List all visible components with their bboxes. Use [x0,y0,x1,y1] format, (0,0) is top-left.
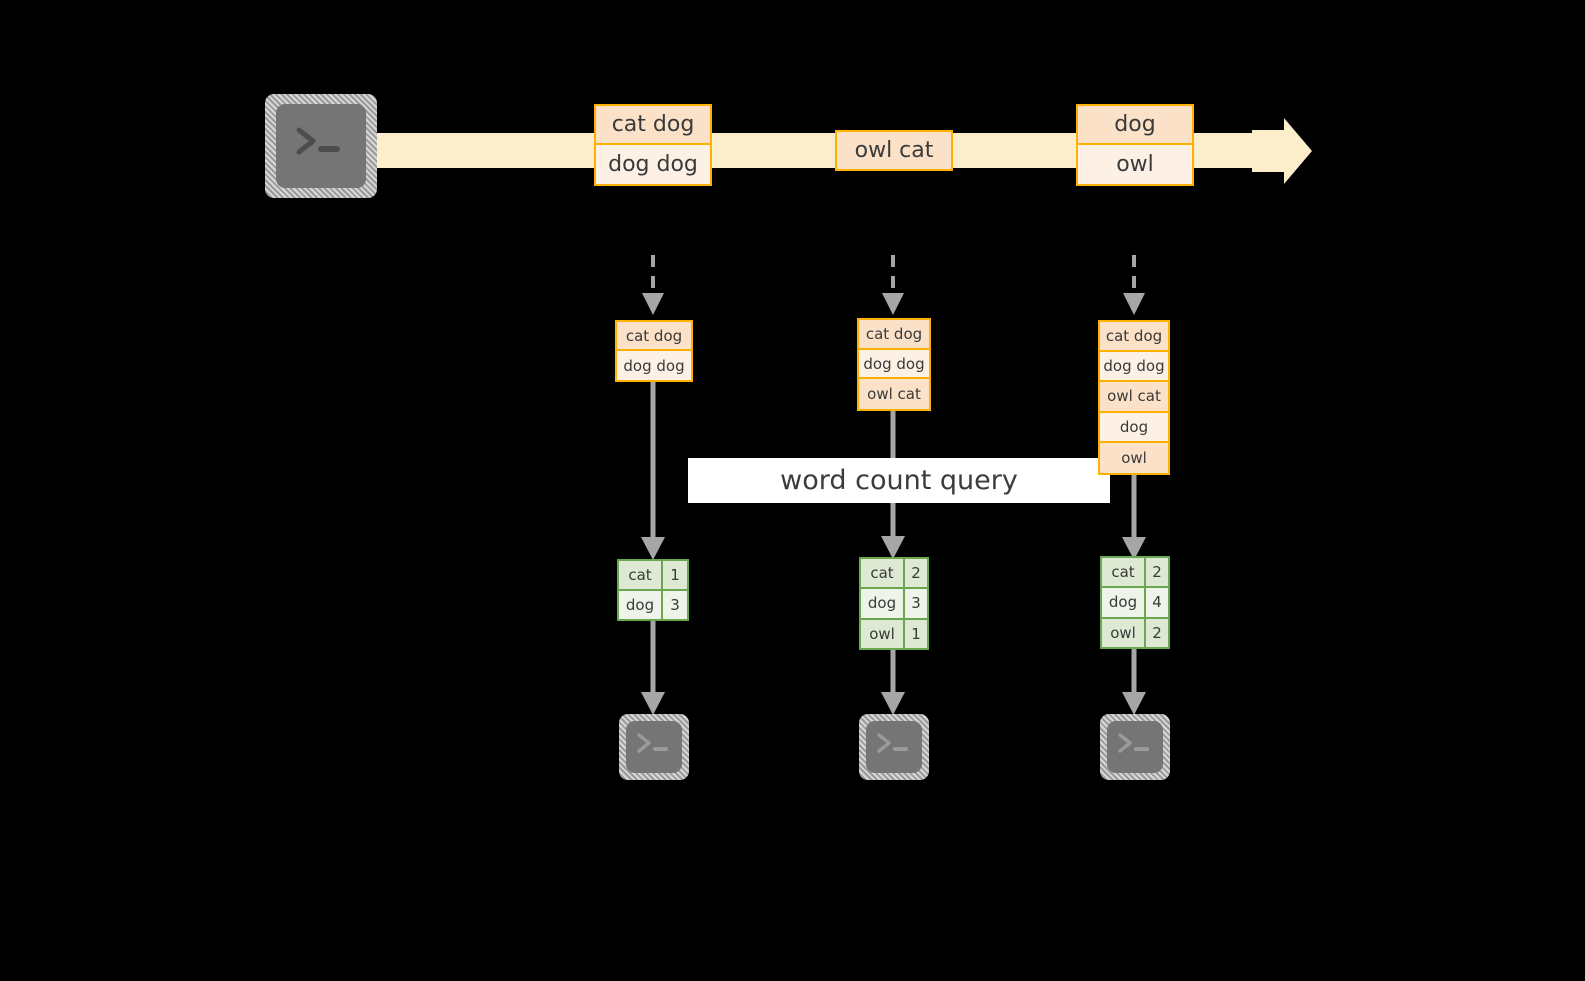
result-count: 3 [663,591,687,619]
snapshot-record: dog dog [859,349,929,380]
sink-connector-3 [1122,649,1146,715]
sink-terminal-icon-1 [619,714,689,780]
snapshot-record: owl cat [1100,382,1168,413]
result-count: 3 [905,589,927,618]
result-count: 2 [905,559,927,588]
result-word: dog [1102,588,1146,617]
snapshot-1-result-table: cat 1 dog 3 [617,559,689,621]
result-word: cat [619,561,663,589]
snapshot-2-result-table: cat 2 dog 3 owl 1 [859,557,929,650]
snapshot-record: cat dog [617,322,691,351]
stream-record: owl [1078,145,1192,184]
sink-terminal-icon-3 [1100,714,1170,780]
stream-record: cat dog [596,106,710,145]
sink-connector-1 [641,621,665,715]
snapshot-record: dog dog [617,351,691,380]
result-word: owl [861,619,905,648]
terminal-prompt-icon [877,733,908,753]
result-word: cat [861,559,905,588]
terminal-prompt-icon [296,127,340,155]
snapshot-record: cat dog [859,320,929,350]
snapshot-3-result-table: cat 2 dog 4 owl 2 [1100,556,1170,649]
source-terminal-icon [265,94,377,198]
snapshot-record: cat dog [1100,322,1168,353]
table-row: dog 3 [619,591,687,619]
result-count: 2 [1146,618,1168,647]
terminal-body [626,721,682,773]
query-label: word count query [688,458,1110,503]
stream-group-1: cat dog dog dog [594,104,712,186]
result-word: dog [619,591,663,619]
snapshot-3-records: cat dog dog dog owl cat dog owl [1098,320,1170,475]
snapshot-record: dog dog [1100,352,1168,383]
terminal-body [866,721,922,773]
query-connector-1 [641,382,665,560]
sink-terminal-icon-2 [859,714,929,780]
dashed-connector-1 [642,255,664,315]
table-row: owl 1 [861,619,927,648]
stream-arrowhead [1252,118,1312,184]
stream-record: dog dog [596,145,710,184]
result-count: 1 [905,619,927,648]
snapshot-record: owl [1100,442,1168,473]
result-count: 1 [663,561,687,589]
result-count: 4 [1146,588,1168,617]
stream-group-3: dog owl [1076,104,1194,186]
snapshot-2-records: cat dog dog dog owl cat [857,318,931,411]
stream-record: owl cat [837,132,951,169]
sink-connector-2 [881,650,905,715]
table-row: dog 4 [1102,588,1168,619]
snapshot-1-records: cat dog dog dog [615,320,693,382]
result-word: owl [1102,618,1146,647]
snapshot-record: dog [1100,412,1168,443]
dashed-connector-2 [882,255,904,315]
table-row: dog 3 [861,589,927,620]
snapshot-record: owl cat [859,379,929,409]
query-connector-3 [1122,472,1146,560]
terminal-body [1107,721,1163,773]
stream-record: dog [1078,106,1192,145]
terminal-prompt-icon [1118,733,1149,753]
result-word: dog [861,589,905,618]
table-row: cat 1 [619,561,687,591]
terminal-prompt-icon [637,733,668,753]
result-count: 2 [1146,558,1168,587]
table-row: owl 2 [1102,618,1168,647]
result-word: cat [1102,558,1146,587]
stream-group-2: owl cat [835,130,953,171]
table-row: cat 2 [861,559,927,590]
dashed-connector-3 [1123,255,1145,315]
table-row: cat 2 [1102,558,1168,589]
